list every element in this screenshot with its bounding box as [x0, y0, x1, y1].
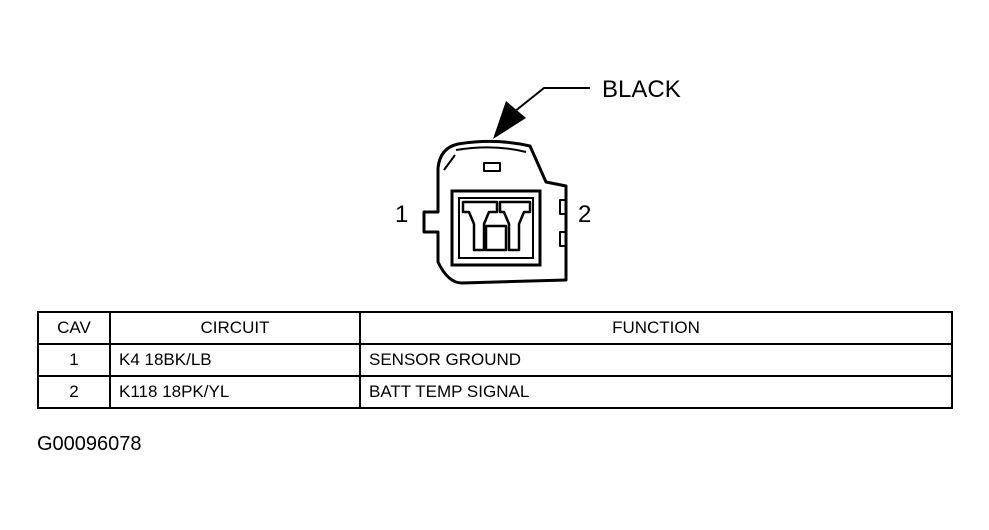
cav-cell: 2	[37, 375, 111, 409]
circuit-cell: K118 18PK/YL	[109, 375, 361, 409]
circuit-cell: K4 18BK/LB	[109, 343, 361, 377]
cav-cell: 1	[37, 343, 111, 377]
function-cell: SENSOR GROUND	[359, 343, 953, 377]
table-row: 2 K118 18PK/YL BATT TEMP SIGNAL	[37, 375, 953, 409]
cavity-frame	[450, 189, 542, 267]
pin-1-label: 1	[395, 201, 408, 228]
header-function: FUNCTION	[359, 311, 953, 345]
header-circuit: CIRCUIT	[109, 311, 361, 345]
figure-id: G00096078	[37, 433, 142, 455]
color-callout-leader	[513, 87, 590, 113]
header-cav: CAV	[37, 311, 111, 345]
callout-arrowhead	[493, 101, 526, 139]
pinout-table: CAV CIRCUIT FUNCTION 1 K4 18BK/LB SENSOR…	[37, 311, 953, 409]
connector-color-label: BLACK	[602, 76, 681, 103]
table-row: 1 K4 18BK/LB SENSOR GROUND	[37, 343, 953, 377]
connector-body	[422, 139, 568, 285]
function-cell: BATT TEMP SIGNAL	[359, 375, 953, 409]
pin-2-label: 2	[578, 201, 591, 228]
connector-diagram: BLACK 1 2	[395, 76, 681, 285]
table-header-row: CAV CIRCUIT FUNCTION	[37, 311, 953, 345]
terminal-cavities	[461, 200, 532, 252]
